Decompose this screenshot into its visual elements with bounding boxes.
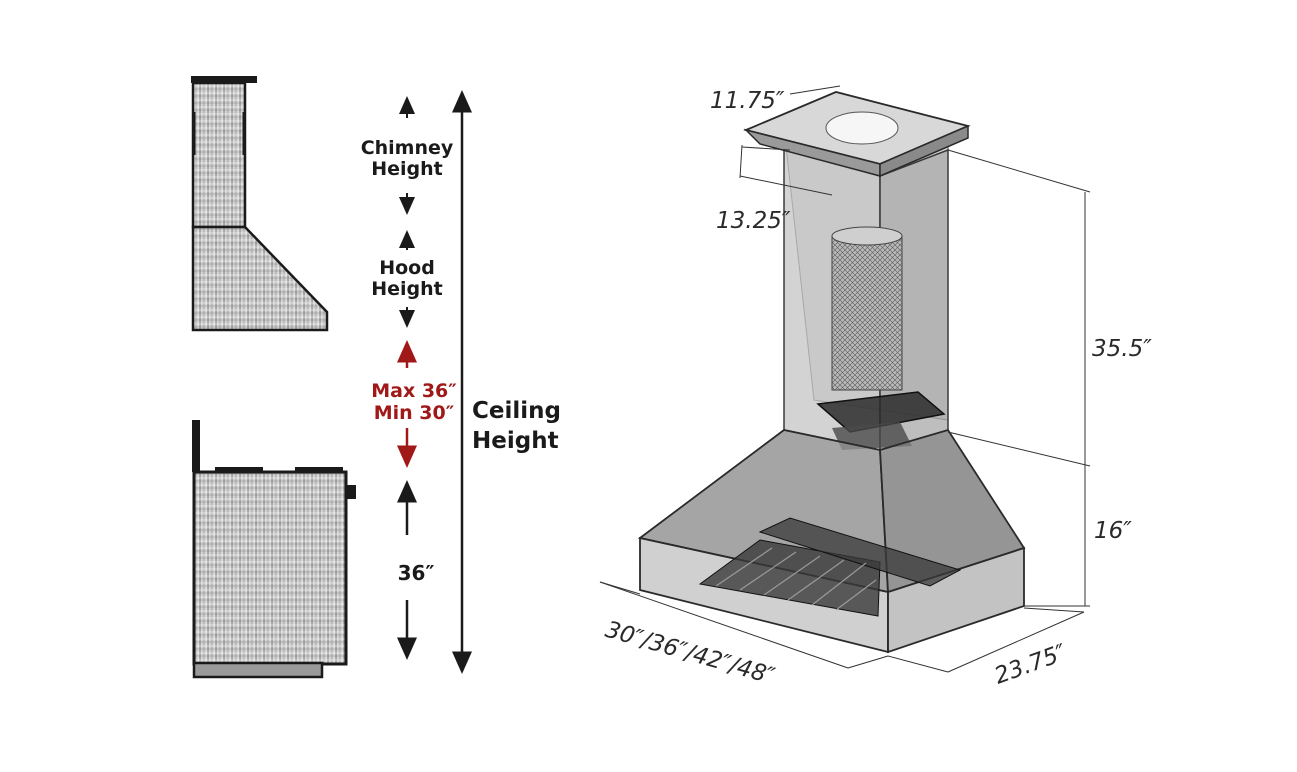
range-side-view (192, 420, 356, 679)
clearance-label: Max 36″ Min 30″ (371, 380, 457, 424)
top-width-dimension: 13.25″ (716, 208, 791, 234)
counter-height-label: 36″ (398, 561, 435, 585)
filter-cylinder (831, 235, 903, 391)
hood-label-line1: Hood (379, 257, 435, 279)
hood-body-side-view (191, 225, 329, 332)
ceiling-height-label: Ceiling Height (472, 398, 561, 454)
clearance-max-label: Max 36″ (371, 380, 457, 402)
ceiling-label-line2: Height (472, 428, 559, 454)
range-base (192, 661, 324, 679)
hood-top-cap (191, 76, 257, 83)
range-backsplash (192, 420, 200, 472)
clearance-min-label: Min 30″ (374, 402, 455, 424)
hood-label-line2: Height (371, 278, 443, 300)
height-arrows (397, 90, 472, 674)
range-body (192, 470, 348, 666)
dimension-lines (599, 85, 1091, 673)
hood-depth-dimension: 23.75″ (991, 640, 1070, 690)
chimney-height-dimension: 35.5″ (1092, 336, 1152, 362)
chimney-height-label: Chimney Height (361, 137, 454, 180)
chimney-opening (825, 111, 899, 145)
ceiling-label-line1: Ceiling (472, 398, 561, 424)
side-view-hood (191, 76, 329, 332)
hood-height-dimension: 16″ (1094, 518, 1132, 544)
hood-3d-view (637, 91, 1026, 654)
chimney-label-line1: Chimney (361, 137, 454, 159)
top-depth-dimension: 11.75″ (710, 88, 785, 114)
hood-width-dimension: 30″/36″/42″/48″ (602, 617, 777, 690)
chimney-side-view (191, 81, 247, 229)
hood-height-label: Hood Height (371, 257, 443, 300)
chimney-label-line2: Height (371, 158, 443, 180)
